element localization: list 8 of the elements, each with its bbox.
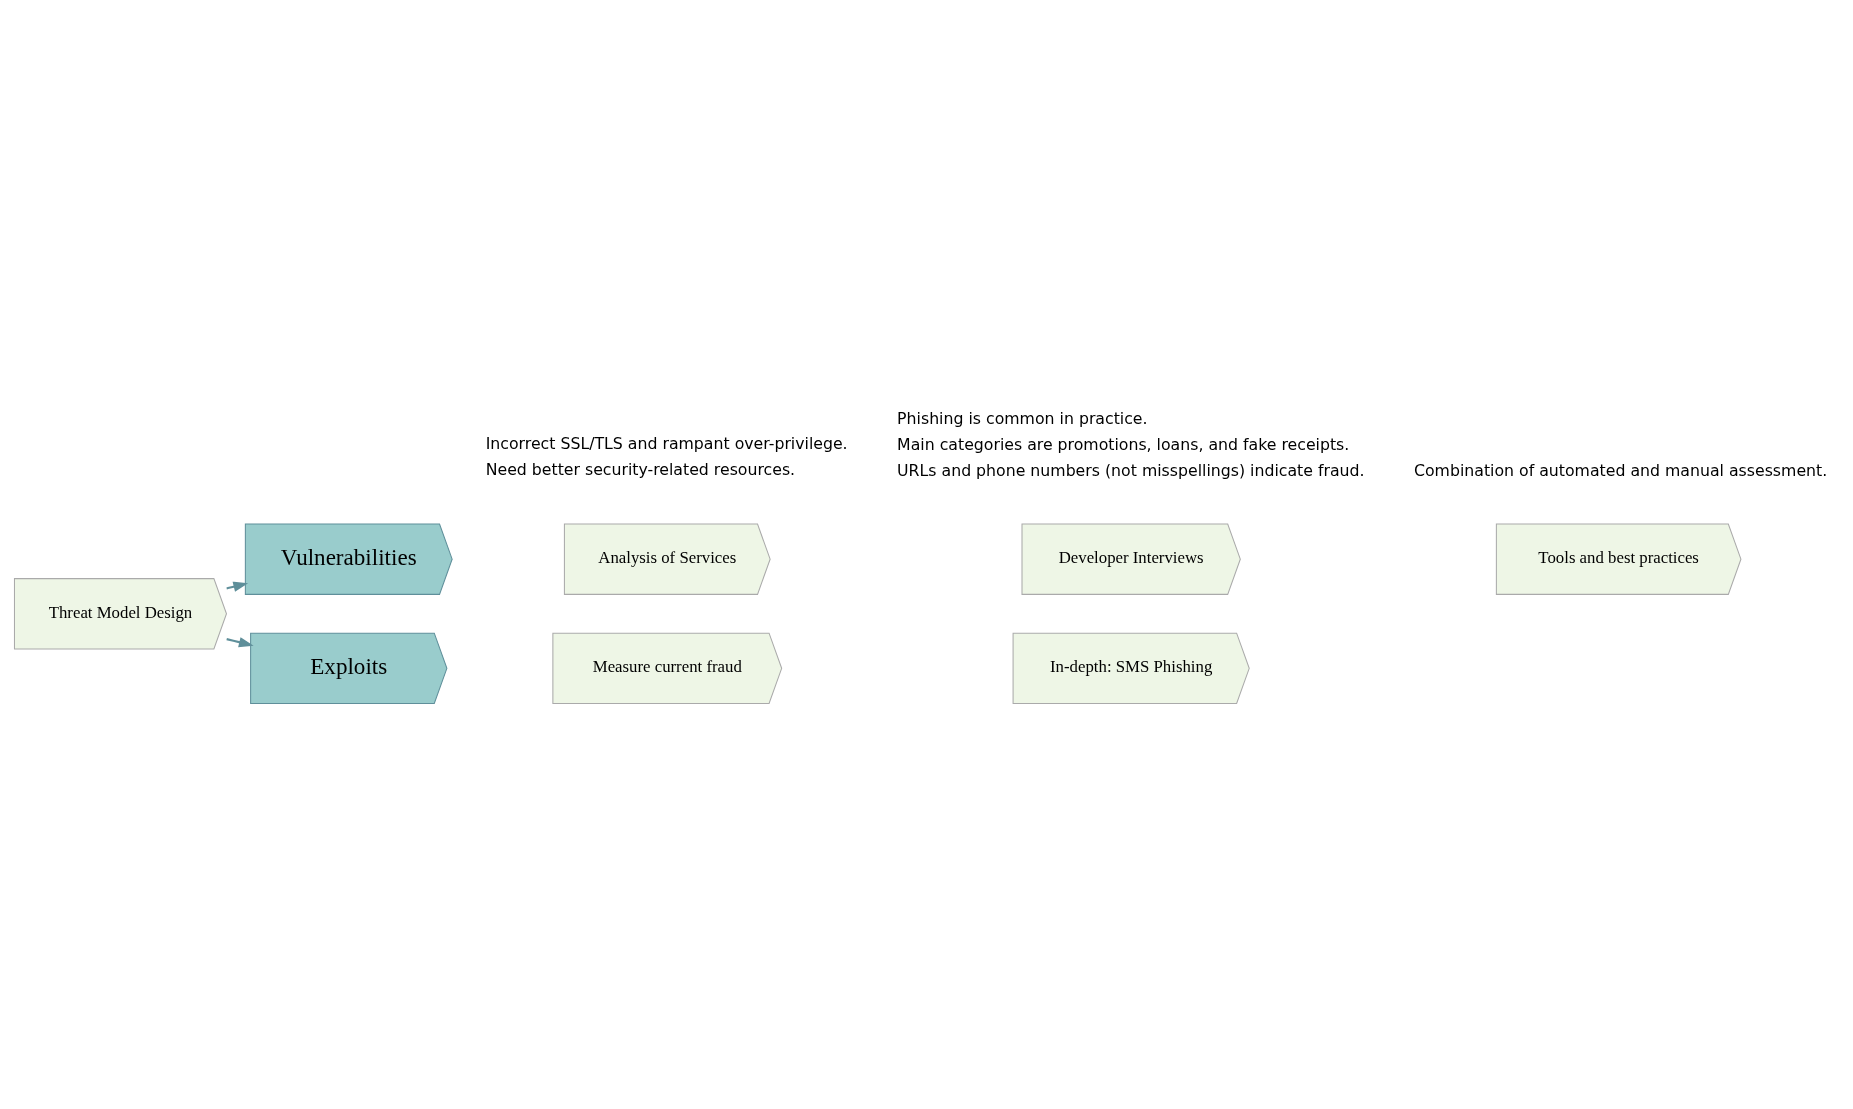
label: Combination of automated and manual assessment. <box>1413 460 1828 480</box>
arrow <box>226 581 249 592</box>
arrow <box>226 636 254 647</box>
label: Incorrect SSL/TLS and rampant over-privilege. <box>485 433 848 453</box>
label: Main categories are promotions, loans, and fake receipts. <box>897 434 1350 454</box>
label: URLs and phone numbers (not misspellings) indicate fraud. <box>897 460 1365 480</box>
label: Phishing is common in practice. <box>897 408 1148 428</box>
label: Need better security-related resources. <box>485 459 796 479</box>
